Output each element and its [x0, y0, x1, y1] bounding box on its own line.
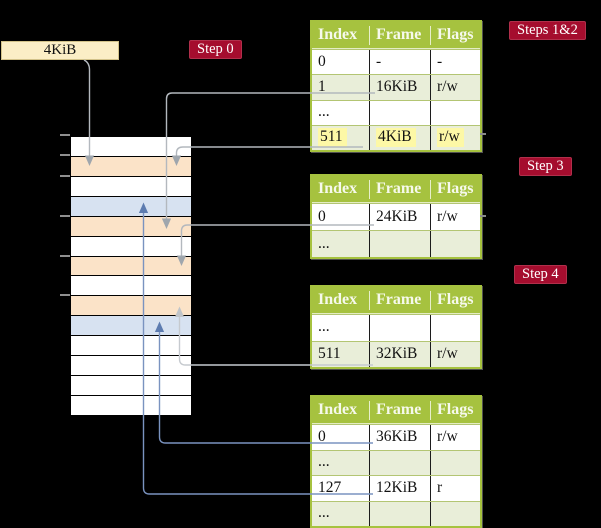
- memory-row-peach: [71, 216, 191, 237]
- cell-index: 127: [318, 478, 342, 496]
- header-cell: Index: [318, 179, 358, 197]
- table-row: 511 4KiB r/w: [312, 124, 480, 150]
- badge-step-0: Step 0: [189, 40, 242, 59]
- cell-flags: r/w: [430, 75, 480, 100]
- memory-row-white: [71, 395, 191, 416]
- cell-index: ...: [318, 234, 330, 252]
- header-cell: Frame: [369, 25, 430, 45]
- cell-frame: [369, 450, 430, 475]
- highlighted-value: r/w: [437, 127, 464, 147]
- cell-index: 0: [318, 427, 326, 445]
- cell-flags: [430, 231, 480, 257]
- cell-frame: 24KiB: [369, 204, 430, 230]
- badge-step-4: Step 4: [514, 265, 567, 284]
- header-cell: Frame: [369, 179, 430, 199]
- cell-frame: 32KiB: [369, 341, 430, 367]
- header-cell: Flags: [430, 290, 480, 310]
- cell-flags: r/w: [430, 341, 480, 367]
- memory-row-white: [71, 276, 191, 297]
- cell-frame: 12KiB: [369, 476, 430, 501]
- badge-steps-1-2: Steps 1&2: [509, 21, 586, 40]
- cell-index: 1: [318, 77, 326, 95]
- memory-row-white: [71, 356, 191, 377]
- memory-row-white: [71, 137, 191, 157]
- cell-flags: r/w: [430, 204, 480, 230]
- cell-index: 0: [318, 52, 326, 70]
- header-cell: Frame: [369, 290, 430, 310]
- memory-tick: [60, 215, 70, 217]
- cell-frame: -: [369, 50, 430, 75]
- memory-row-white: [71, 236, 191, 257]
- header-cell: Index: [318, 400, 358, 418]
- cell-flags: [430, 315, 480, 341]
- memory-tick: [60, 255, 70, 257]
- memory-row-white: [71, 336, 191, 357]
- table-row: ...: [312, 230, 480, 257]
- memory-row-peach: [71, 296, 191, 317]
- cell-flags: r: [430, 476, 480, 501]
- cell-frame: 16KiB: [369, 75, 430, 100]
- cell-frame: 36KiB: [369, 425, 430, 450]
- cell-index: 0: [318, 207, 326, 225]
- cell-index: 511: [312, 126, 369, 150]
- memory-row-blue: [71, 196, 191, 217]
- cell-flags: [430, 450, 480, 475]
- cell-flags: r/w: [430, 125, 480, 150]
- table-row: ...: [312, 500, 480, 526]
- memory-tick: [60, 175, 70, 177]
- memory-tick: [60, 134, 70, 136]
- memory-row-peach: [71, 256, 191, 277]
- memory-row-peach: [71, 156, 191, 177]
- cell-index: 511: [318, 344, 341, 362]
- cell-frame: 4KiB: [369, 125, 430, 150]
- table-row: ...: [312, 314, 480, 341]
- highlighted-value: 511: [318, 127, 347, 147]
- cell-flags: [430, 100, 480, 125]
- memory-row-blue: [71, 316, 191, 337]
- cell-flags: -: [430, 50, 480, 75]
- memory-tick: [60, 154, 70, 156]
- header-cell: Flags: [430, 179, 480, 199]
- header-cell: Index: [318, 290, 358, 308]
- header-cell: Flags: [430, 400, 480, 420]
- memory-row-white: [71, 376, 191, 396]
- frame-size-label: 4KiB: [1, 41, 119, 60]
- cell-index: ...: [318, 103, 330, 121]
- memory-tick: [60, 294, 70, 296]
- cell-frame: [369, 501, 430, 526]
- header-cell: Flags: [430, 25, 480, 45]
- badge-step-3: Step 3: [519, 157, 572, 176]
- cell-index: ...: [318, 504, 330, 522]
- header-cell: Frame: [369, 400, 430, 420]
- cell-frame: [369, 100, 430, 125]
- highlighted-value: 4KiB: [376, 127, 416, 147]
- table-row: ...: [312, 449, 480, 475]
- table-row: ...: [312, 99, 480, 125]
- cell-frame: [369, 231, 430, 257]
- cell-index: ...: [318, 318, 330, 336]
- header-cell: Index: [318, 25, 358, 43]
- table-row: 0 --: [312, 49, 480, 75]
- cell-flags: r/w: [430, 425, 480, 450]
- physical-memory-column: [71, 136, 191, 416]
- cell-index: ...: [318, 453, 330, 471]
- cell-flags: [430, 501, 480, 526]
- memory-row-white: [71, 176, 191, 197]
- cell-frame: [369, 315, 430, 341]
